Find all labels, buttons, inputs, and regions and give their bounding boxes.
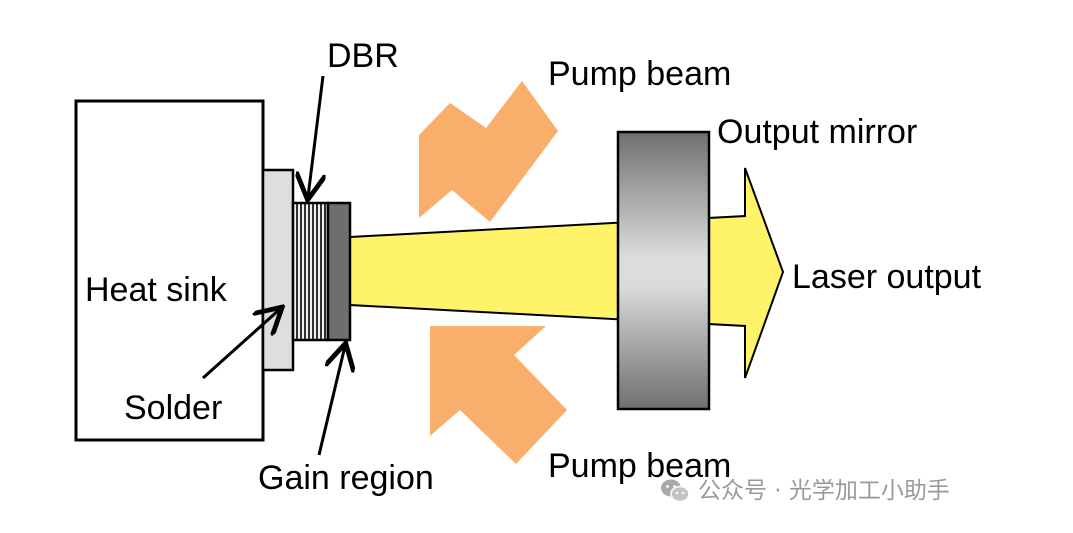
solder-label: Solder [124,389,223,427]
gain-region-label: Gain region [258,459,434,497]
dbr-label: DBR [327,37,399,75]
dbr-stack [291,201,330,342]
output-mirror-label: Output mirror [717,113,918,151]
pump-arrow-top [419,81,558,222]
gain-region [326,201,352,342]
watermark-text: 公众号 · 光学加工小助手 [698,477,950,504]
heat-sink-label: Heat sink [85,271,227,309]
gain-region-pointer-arrow [317,346,345,456]
wechat-icon [661,479,690,503]
watermark: 公众号 · 光学加工小助手 [660,478,950,504]
laser-beam [349,167,785,379]
pump-beam-top-label: Pump beam [548,55,732,93]
dbr-pointer-arrow [308,75,323,197]
pump-beam-bottom-label: Pump beam [548,447,732,485]
pump-arrow-bottom [430,326,567,464]
solder-layer [261,168,295,372]
laser-output-label: Laser output [792,258,982,296]
solder-pointer-arrow [201,309,280,380]
output-mirror [616,130,711,411]
